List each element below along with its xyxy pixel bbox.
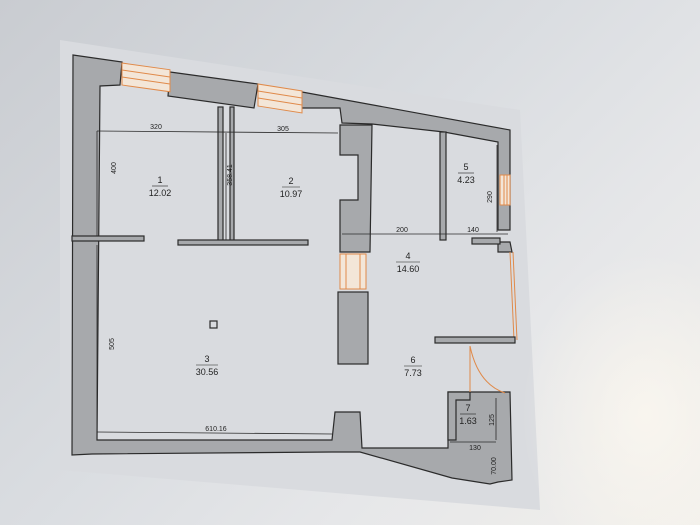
partition-4-5 <box>439 131 447 241</box>
paper-sheet <box>60 40 540 510</box>
dim-room5-width: 140 <box>467 227 479 234</box>
right-wall-lower <box>497 241 513 253</box>
partition-6-top <box>434 336 516 344</box>
room-2-label: 2 10.97 <box>280 176 303 199</box>
column-marker <box>209 320 218 329</box>
window-right-lower <box>509 251 518 341</box>
dim-room7-width: 130 <box>469 445 481 452</box>
svg-text:6: 6 <box>410 355 415 365</box>
room-6-label: 6 7.73 <box>404 355 422 378</box>
svg-text:4.23: 4.23 <box>457 175 475 185</box>
dim-room3-height: 505 <box>109 338 116 350</box>
svg-text:3: 3 <box>204 354 209 364</box>
partition-2-4 <box>339 124 373 253</box>
room-4-label: 4 14.60 <box>396 251 420 274</box>
room-7-label: 7 1.63 <box>459 403 477 426</box>
svg-text:4: 4 <box>405 251 410 261</box>
partition-5-bottom <box>471 237 501 245</box>
svg-text:30.56: 30.56 <box>196 367 219 377</box>
door-swing <box>469 345 506 394</box>
svg-text:1.63: 1.63 <box>459 416 477 426</box>
svg-text:12.02: 12.02 <box>149 188 172 198</box>
dim-top-right: 305 <box>277 126 289 133</box>
svg-text:2: 2 <box>288 176 293 186</box>
window-top-left <box>121 62 171 93</box>
dim-room7-height: 125 <box>489 414 496 426</box>
dim-line-top <box>96 130 339 134</box>
dim-line-bottom <box>96 431 333 435</box>
dim-room1-height: 400 <box>111 162 118 174</box>
svg-text:1: 1 <box>157 175 162 185</box>
room-5-label: 5 4.23 <box>457 162 475 185</box>
dim-room4-width: 200 <box>396 227 408 234</box>
room-1-label: 1 12.02 <box>149 175 172 198</box>
partition-2-3 <box>177 239 309 246</box>
window-top-middle <box>257 83 303 114</box>
dim-room5-height: 290 <box>487 191 494 203</box>
svg-text:10.97: 10.97 <box>280 189 303 199</box>
dim-corner: 70.00 <box>491 457 498 475</box>
svg-text:7: 7 <box>465 403 470 413</box>
partition-1-3 <box>71 235 145 242</box>
dim-room2-height: 358.41 <box>227 164 234 186</box>
svg-text:14.60: 14.60 <box>397 264 420 274</box>
room-3-label: 3 30.56 <box>196 354 219 377</box>
partition-1-2 <box>217 106 224 243</box>
window-right <box>499 174 511 206</box>
dim-top-left: 320 <box>150 124 162 131</box>
svg-text:7.73: 7.73 <box>404 368 422 378</box>
dim-bottom-width: 610.16 <box>205 426 227 433</box>
svg-text:5: 5 <box>463 162 468 172</box>
column-4 <box>337 291 369 365</box>
opening-3-4 <box>339 253 367 290</box>
